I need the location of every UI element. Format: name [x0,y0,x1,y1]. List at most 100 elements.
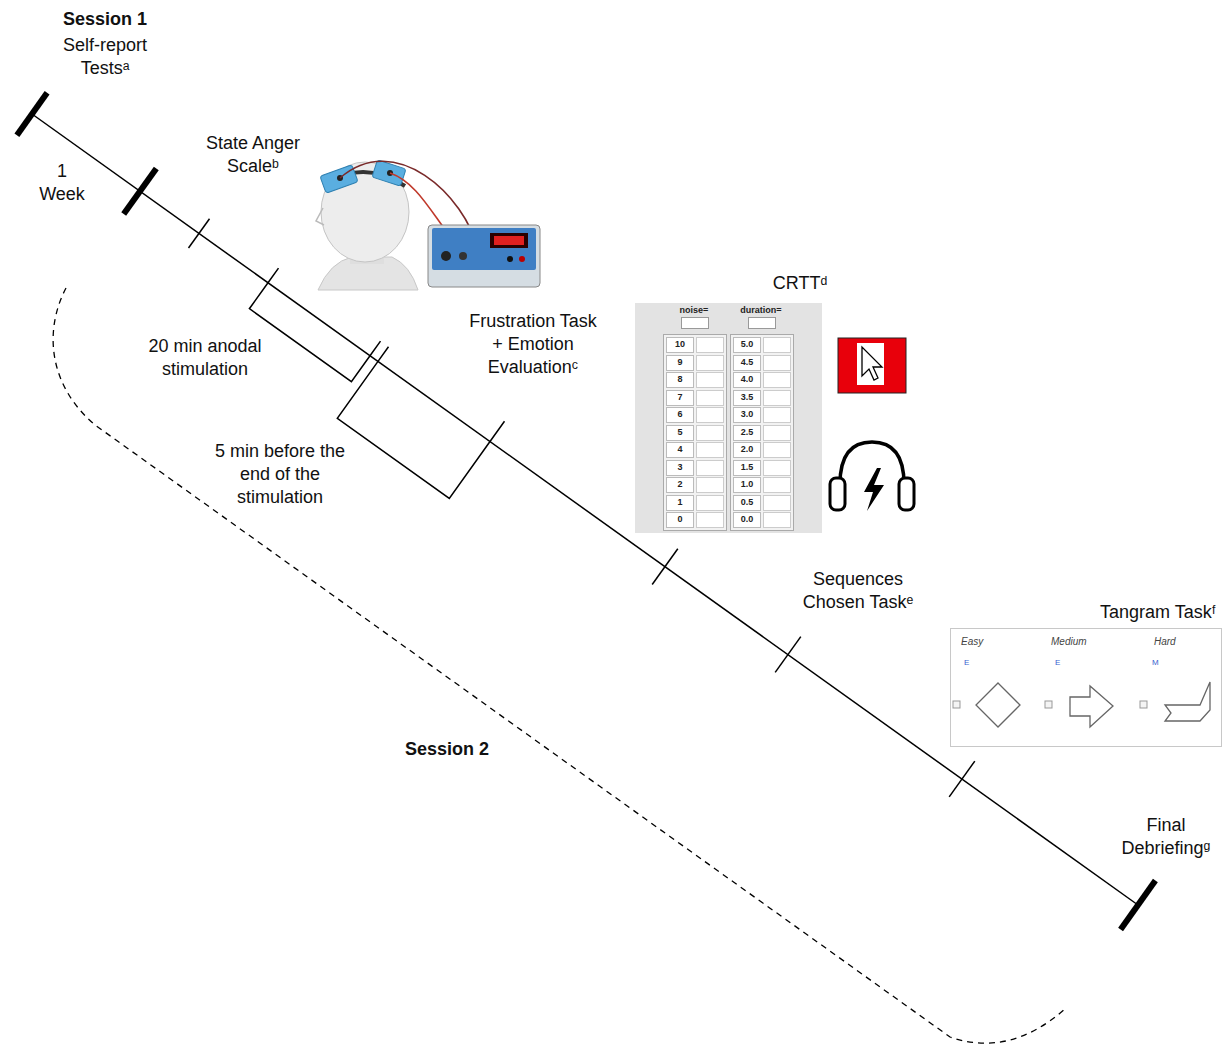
step-label: Self-report Testsᵃ [49,34,161,80]
table-cell: 1.0 [733,479,761,490]
tdcs-illustration [316,160,540,290]
entry-field [696,477,724,493]
stimulator-device [428,225,540,287]
tangram-panel: EasyMediumHardEEM [950,628,1222,747]
table-cell: 0 [666,514,694,525]
level-code: M [1152,657,1159,668]
entry-field [696,442,724,458]
device-knob [459,252,467,260]
session-label: Session 1 [35,8,175,31]
entry-field [763,407,791,423]
entry-field [763,372,791,388]
table-cell: 2.5 [733,427,761,438]
checkbox [1045,701,1052,708]
table-cell: 4.5 [733,357,761,368]
timeline-tick [775,637,801,673]
step-label: Tangram Taskᶠ [1088,601,1228,624]
step-label: Final Debriefingᵍ [1111,814,1221,860]
step-label: 20 min anodal stimulation [140,335,270,381]
ear-cup [830,478,845,510]
device-socket [519,256,525,262]
lightning-bolt [864,468,884,511]
table-cell: 0.0 [733,514,761,525]
entry-field [763,425,791,441]
crtt-panel: noise=duration=1098765432105.04.54.03.53… [635,303,822,533]
table-cell: 3 [666,462,694,473]
session-brace [53,288,1066,1043]
session-bar [17,93,47,135]
entry-field [763,337,791,353]
headphones-icon [830,442,914,511]
step-label: 5 min before the end of the stimulation [205,440,355,509]
diamond-shape [976,683,1020,727]
entry-field [696,390,724,406]
response-button [838,338,906,393]
device-knob [441,251,451,261]
level-code: E [1055,657,1060,668]
device-panel [432,228,536,270]
session-bar [124,168,157,214]
table-cell: 3.0 [733,409,761,420]
tangram-art [950,628,1222,747]
table-cell: 4.0 [733,374,761,385]
entry-field [696,460,724,476]
nose [316,208,324,225]
input-field [681,317,709,329]
step-label: Frustration Task + Emotion Evaluationᶜ [463,310,603,379]
step-label: State Anger Scaleᵇ [191,132,316,178]
cursor-ground [857,343,884,385]
table-cell: 6 [666,409,694,420]
session-bar [1121,881,1156,930]
session-label: Session 2 [377,738,517,761]
timeline-tick [949,761,975,797]
hard-shape [1165,682,1210,721]
table-cell: 4 [666,444,694,455]
table-cell: 5 [666,427,694,438]
timeline-axis [32,114,1138,905]
checkbox [953,701,960,708]
entry-field [763,460,791,476]
timeline-tick [189,219,210,248]
entry-field [763,512,791,528]
table-cell: 8 [666,374,694,385]
entry-field [696,372,724,388]
difficulty-label: Medium [1051,635,1087,648]
entry-field [696,425,724,441]
input-field [748,317,776,329]
step-label: CRTTᵈ [755,272,845,295]
table-cell: 0.5 [733,497,761,508]
column-header: duration= [730,305,792,316]
table-cell: 9 [666,357,694,368]
entry-field [763,390,791,406]
cursor-arrow [862,347,882,380]
step-label: Sequences Chosen Taskᵉ [793,568,923,614]
table-cell: 1 [666,497,694,508]
entry-field [763,442,791,458]
table-cell: 2.0 [733,444,761,455]
entry-field [696,407,724,423]
checkbox [1140,701,1147,708]
table-cell: 10 [666,339,694,350]
level-code: E [964,657,969,668]
table-cell: 5.0 [733,339,761,350]
entry-field [763,495,791,511]
tangram-ground [950,628,1222,747]
device-digits [494,236,524,245]
table-cell: 1.5 [733,462,761,473]
frustration-bracket [337,347,504,499]
entry-field [696,355,724,371]
entry-field [696,495,724,511]
entry-field [763,477,791,493]
arrow-shape [1070,686,1113,727]
difficulty-label: Hard [1154,635,1176,648]
table-cell: 2 [666,479,694,490]
device-socket [507,256,513,262]
timeline-tick [652,549,678,585]
entry-field [696,512,724,528]
red-square [838,338,906,393]
column-header: noise= [663,305,725,316]
table-cell: 7 [666,392,694,403]
ear-cup [899,478,914,510]
